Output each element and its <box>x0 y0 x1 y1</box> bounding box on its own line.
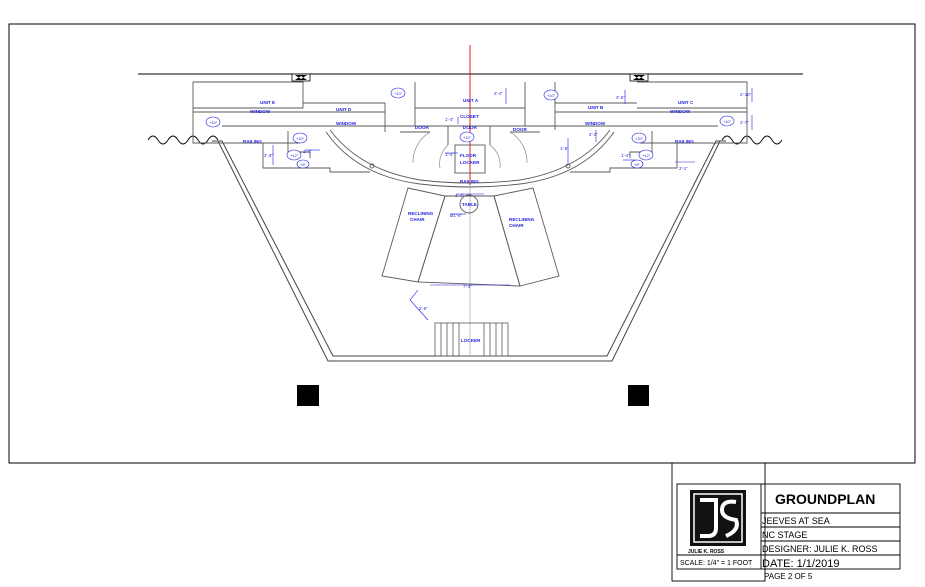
dim-d16: 1'-4" <box>303 149 312 154</box>
dimension-texts: 1'-4" 2'-4" 2'-3" 1'-4" 1'-5" 2'-1" 3'-5… <box>264 91 752 311</box>
elev-e1: +10" <box>209 120 218 125</box>
dim-d2: 2'-4" <box>494 91 503 96</box>
unit-walls <box>192 81 748 174</box>
tb-scale: SCALE: 1/4" = 1 FOOT <box>680 560 753 567</box>
block-left <box>297 385 319 406</box>
room-labels: UNIT E WINDOW UNIT D WINDOW UNIT A CLOSE… <box>243 98 694 343</box>
label-reclining-left-1: RECLINING <box>408 211 434 216</box>
elev-e4: +10" <box>463 135 472 140</box>
label-locker: LOCKER <box>461 338 481 343</box>
label-window-d: WINDOW <box>336 121 357 126</box>
tb-show: JEEVES AT SEA <box>762 516 830 526</box>
dim-d5: 1'-5" <box>560 146 569 151</box>
elev-e10: +6" <box>300 162 307 167</box>
dim-d8: 2'-10" <box>740 92 752 97</box>
label-unit-e: UNIT E <box>260 100 275 105</box>
logo-name: JULIE K. ROSS <box>688 549 725 555</box>
title-block: JULIE K. ROSS GROUNDPLAN JEEVES AT SEA N… <box>671 462 901 582</box>
dim-d15: 2'-6" <box>419 306 428 311</box>
right-marker <box>629 73 649 82</box>
label-table: TABLE <box>462 202 477 207</box>
elevation-texts: +10" +10" +10" +10" +10" +10" +10" +12" … <box>209 91 732 167</box>
stage-outline <box>212 140 726 362</box>
label-closet: CLOSET <box>460 114 479 119</box>
label-window-b: WINDOW <box>585 121 606 126</box>
label-floor-locker-2: LOCKER <box>460 160 480 165</box>
door-arcs <box>412 131 528 169</box>
label-railing-center: RAILING <box>460 179 479 184</box>
label-reclining-left-2: CHAIR <box>410 217 425 222</box>
tb-title: GROUNDPLAN <box>775 491 875 507</box>
dim-d3: 2'-3" <box>264 153 273 158</box>
label-unit-c: UNIT C <box>678 100 694 105</box>
label-window-e: WINDOW <box>250 109 271 114</box>
label-unit-a: UNIT A <box>463 98 479 103</box>
locker-stair <box>434 322 509 357</box>
tb-designer: DESIGNER: JULIE K. ROSS <box>762 544 878 554</box>
water-left <box>147 135 219 145</box>
tb-date: DATE: 1/1/2019 <box>762 558 839 570</box>
table <box>459 194 479 214</box>
elev-e6: +10" <box>635 136 644 141</box>
block-right <box>628 385 649 406</box>
label-floor-locker-1: FLOOR <box>460 153 477 158</box>
left-marker <box>291 73 311 82</box>
dimension-lines <box>272 88 753 321</box>
dim-d4: 1'-4" <box>445 152 454 157</box>
dim-d9: 2'-7" <box>740 120 749 125</box>
label-door-right: DOOR <box>513 127 527 132</box>
label-door-center: DOOR <box>463 125 477 130</box>
elev-e11: +6" <box>634 162 641 167</box>
dim-d6: 2'-1" <box>589 132 598 137</box>
water-right <box>721 135 783 145</box>
elevation-markers <box>205 87 735 169</box>
elev-e3: +10" <box>394 91 403 96</box>
tb-page: PAGE 2 OF 5 <box>764 572 813 581</box>
tb-venue: NC STAGE <box>762 530 807 540</box>
dim-d12: 1'-4" <box>455 193 464 198</box>
label-reclining-right-2: CHAIR <box>509 223 524 228</box>
elev-e5: +10" <box>547 93 556 98</box>
curved-railing <box>325 129 615 188</box>
label-railing-left: RAILING <box>243 139 262 144</box>
dim-d11: 1'-4" <box>621 153 630 158</box>
designer-logo <box>690 490 746 546</box>
label-unit-d: UNIT D <box>336 107 352 112</box>
elev-e2: +10" <box>296 136 305 141</box>
elev-e9: +12" <box>642 153 651 158</box>
dim-d14: 7'-4" <box>463 284 472 289</box>
sheet-border <box>8 23 916 464</box>
dim-d7: 3'-5" <box>616 95 625 100</box>
elev-e7: +10" <box>723 119 732 124</box>
elev-e8: +12" <box>290 153 299 158</box>
label-window-c: WINDOW <box>670 109 691 114</box>
label-railing-right: RAILING <box>675 139 694 144</box>
dim-d1: 1'-4" <box>445 117 454 122</box>
label-unit-b: UNIT B <box>588 105 604 110</box>
label-door-left: DOOR <box>415 125 429 130</box>
dim-d13: Ø1'-6" <box>450 213 463 218</box>
reclining-chairs <box>381 187 560 287</box>
dim-d10: 2'-1" <box>679 166 688 171</box>
label-reclining-right-1: RECLINING <box>509 217 535 222</box>
